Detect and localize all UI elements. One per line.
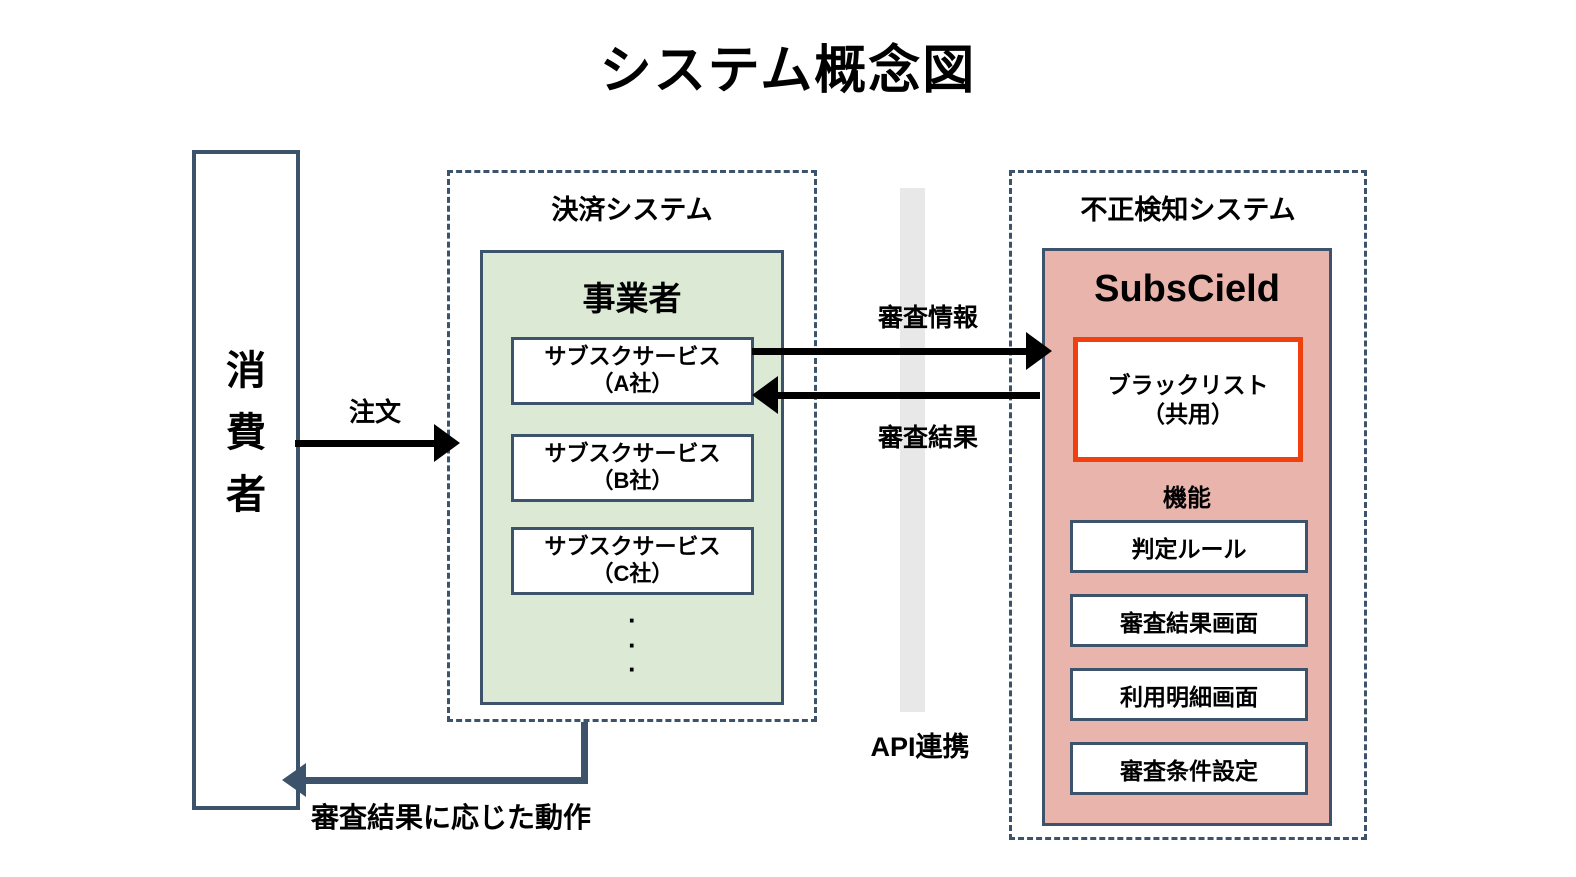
fraud-system-container xyxy=(1009,170,1367,840)
consumer-label: 消 費 者 xyxy=(192,340,300,526)
dot-2: · xyxy=(628,629,637,660)
review-info-arrow-head-icon xyxy=(1026,332,1052,370)
service-box-a: サブスクサービス （A社） xyxy=(511,337,754,405)
consumer-box xyxy=(192,150,300,810)
function-box-usage-detail-screen: 利用明細画面 xyxy=(1070,668,1308,721)
payment-system-title: 決済システム xyxy=(551,195,713,225)
review-result-arrow-head-icon xyxy=(752,376,778,414)
consumer-char-2: 費 xyxy=(226,411,266,455)
api-label: API連携 xyxy=(870,732,970,762)
order-arrow-line xyxy=(295,440,437,447)
blacklist-box: ブラックリスト （共用） xyxy=(1073,337,1303,462)
dot-1: · xyxy=(628,605,637,635)
page-title: システム概念図 xyxy=(599,42,977,100)
function-box-review-result-screen: 審査結果画面 xyxy=(1070,594,1308,647)
consumer-char-1: 消 xyxy=(226,349,266,393)
action-return-arrow-label: 審査結果に応じた動作 xyxy=(310,802,591,833)
api-band xyxy=(900,188,925,712)
functions-label: 機能 xyxy=(1163,485,1211,512)
fraud-system-title: 不正検知システム xyxy=(1080,195,1296,225)
function-box-review-condition-setting: 審査条件設定 xyxy=(1070,742,1308,795)
dot-3: · xyxy=(628,654,637,685)
operator-title: 事業者 xyxy=(582,280,682,317)
action-return-arrow-vertical xyxy=(581,722,588,784)
review-result-arrow-line xyxy=(778,392,1040,399)
service-box-b: サブスクサービス （B社） xyxy=(511,434,754,502)
review-result-arrow-label: 審査結果 xyxy=(877,424,978,452)
order-arrow-label: 注文 xyxy=(348,397,401,427)
review-info-arrow-label: 審査情報 xyxy=(877,304,978,332)
function-box-judgement-rule: 判定ルール xyxy=(1070,520,1308,573)
consumer-char-3: 者 xyxy=(226,473,266,517)
review-info-arrow-line xyxy=(752,348,1034,355)
order-arrow-head-icon xyxy=(434,424,460,462)
service-box-c: サブスクサービス （C社） xyxy=(511,527,754,595)
action-return-arrow-horizontal xyxy=(303,777,588,784)
action-return-arrow-head-icon xyxy=(282,763,306,797)
subscield-product-name: SubsCield xyxy=(1094,268,1280,310)
service-continuation-dots: · · · xyxy=(511,605,754,685)
